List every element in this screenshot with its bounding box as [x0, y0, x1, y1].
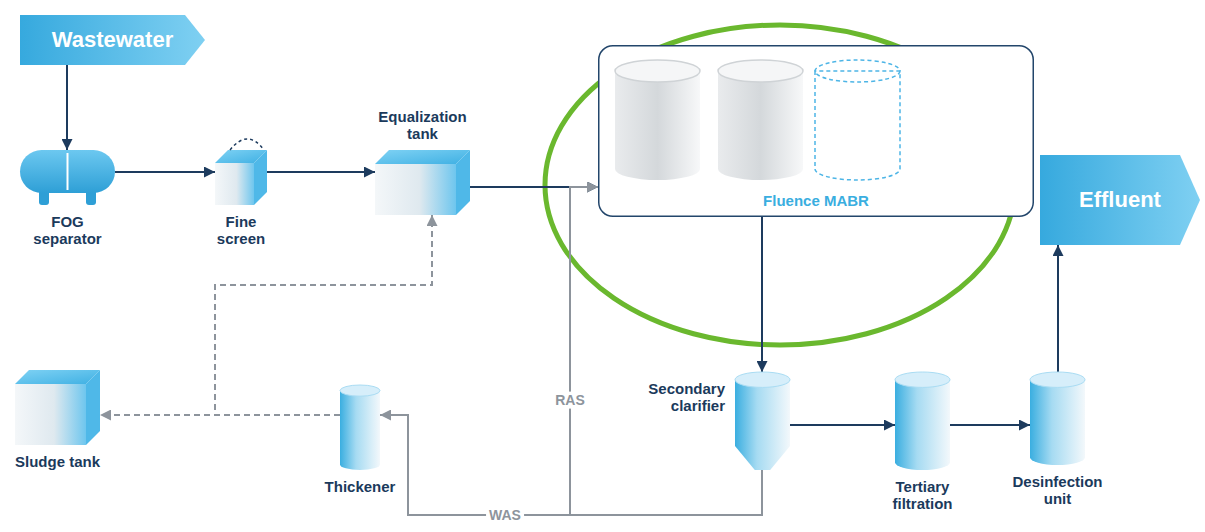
node-label: Fine screen	[217, 213, 265, 248]
node-label: Wastewater	[52, 27, 173, 52]
tank-body	[20, 150, 115, 193]
node-shape	[215, 150, 267, 205]
label-wrap: Fluence MABR	[598, 192, 1034, 209]
flow-connector	[66, 65, 68, 150]
output-banner: Effluent	[1040, 155, 1200, 245]
reactor-outline	[599, 46, 1034, 217]
label-wrap: Thickener	[325, 478, 396, 495]
node-shape	[15, 370, 100, 445]
node-label: FOG separator	[33, 213, 101, 248]
flow-connector	[267, 171, 375, 173]
node-shape	[598, 45, 1034, 217]
banner-shape	[1040, 155, 1200, 245]
flow-connector	[380, 415, 762, 515]
separator-tank: FOG separator	[20, 150, 115, 205]
label-wrap: Desinfection unit	[1012, 473, 1102, 508]
cube-side	[254, 150, 267, 205]
sludge-tank: Sludge tank	[15, 370, 100, 445]
node-label: Secondary clarifier	[648, 380, 725, 415]
reactor-box: Fluence MABR	[598, 45, 1034, 217]
cylinder-top	[735, 372, 790, 387]
node-shape	[735, 372, 790, 470]
module-top	[615, 60, 700, 82]
module-top	[718, 60, 803, 82]
clarifier-tank: Secondary clarifier	[735, 372, 790, 470]
cylinder-body	[340, 391, 380, 470]
cylinder-top	[1030, 372, 1085, 387]
banner-shape	[20, 15, 205, 65]
cylinder-body	[1030, 380, 1085, 465]
module-body	[718, 71, 803, 180]
input-banner: Wastewater	[20, 15, 205, 65]
node-label: Equalization tank	[378, 108, 466, 143]
node-label: Fluence MABR	[598, 192, 1034, 209]
filter-tank: Tertiary filtration	[895, 372, 950, 470]
module-top	[815, 60, 900, 82]
cylinder-top	[340, 385, 380, 396]
cube-side	[456, 150, 470, 215]
cube-top	[375, 150, 470, 164]
flow-connector	[115, 171, 215, 173]
node-shape	[340, 385, 380, 470]
flow-connector	[950, 424, 1030, 426]
node-shape	[895, 372, 950, 470]
cube-front	[215, 163, 254, 205]
node-label: Tertiary filtration	[893, 478, 953, 513]
label-wrap: Effluent	[1040, 155, 1200, 245]
label-wrap: FOG separator	[33, 213, 101, 248]
edge-label-wrap: RAS	[552, 392, 588, 409]
label-wrap: Secondary clarifier	[648, 380, 725, 415]
node-shape	[375, 150, 470, 215]
node-label: Thickener	[325, 478, 396, 495]
flow-connector	[570, 187, 762, 515]
node-label: Effluent	[1079, 187, 1161, 212]
cube-front	[375, 164, 456, 215]
label-wrap: Wastewater	[20, 15, 205, 65]
cylinder-body	[735, 380, 790, 470]
equalization-tank: Equalization tank	[375, 150, 470, 215]
cylinder-top	[895, 372, 950, 387]
node-shape	[1030, 372, 1085, 465]
flow-label: RAS	[552, 392, 588, 409]
thickener-tank: Thickener	[340, 385, 380, 470]
flow-label: WAS	[486, 507, 524, 524]
label-wrap: Fine screen	[217, 213, 265, 248]
node-label: Desinfection unit	[1012, 473, 1102, 508]
tank-divider	[67, 153, 69, 190]
label-wrap: Equalization tank	[378, 108, 466, 143]
cube-side	[86, 370, 100, 445]
module-body	[615, 71, 700, 180]
label-wrap: Sludge tank	[15, 453, 100, 470]
node-label: Sludge tank	[15, 453, 100, 470]
node-shape	[20, 150, 115, 205]
flow-connector	[761, 217, 763, 372]
label-wrap: Tertiary filtration	[893, 478, 953, 513]
cube-top	[15, 370, 100, 384]
flow-connector	[1057, 245, 1059, 372]
module-body	[815, 71, 900, 180]
cube-front	[15, 384, 86, 445]
screen-unit: Fine screen	[215, 150, 267, 205]
cylinder-body	[895, 380, 950, 470]
flow-connector	[790, 424, 895, 426]
edge-label-wrap: WAS	[486, 507, 524, 524]
screen-arc	[230, 139, 264, 150]
disinfection-tank: Desinfection unit	[1030, 372, 1085, 465]
